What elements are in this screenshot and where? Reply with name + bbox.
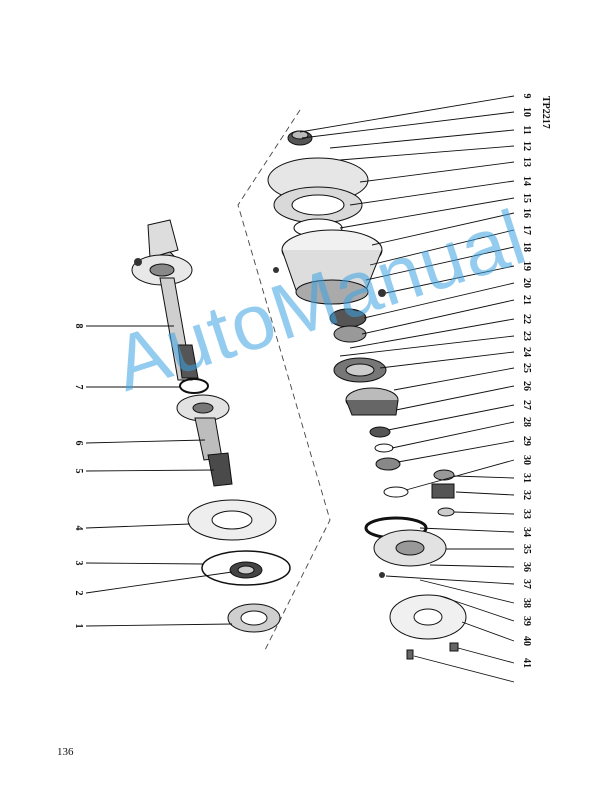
callout-17: 17 [521, 225, 532, 235]
planet-carrier [373, 529, 447, 578]
callout-15: 15 [521, 193, 532, 203]
callout-21: 21 [521, 295, 532, 305]
cover-bolts [406, 642, 459, 660]
ring-gear-housing [273, 229, 386, 305]
left-leader-lines [85, 325, 233, 627]
callout-13: 13 [521, 157, 532, 167]
callout-14: 14 [521, 176, 532, 186]
callout-23: 23 [521, 331, 532, 341]
callout-29: 29 [521, 436, 532, 446]
callout-37: 37 [521, 579, 532, 589]
callout-10: 10 [521, 107, 532, 117]
callout-19: 19 [521, 261, 532, 271]
callout-1: 1 [73, 624, 84, 629]
planet-carrier-ring [333, 357, 387, 383]
callout-5: 5 [73, 469, 84, 474]
callout-20: 20 [521, 278, 532, 288]
figure-code: TP2217 [540, 96, 551, 129]
callout-6: 6 [73, 441, 84, 446]
wheel-hub [267, 157, 369, 224]
axle-housing [131, 219, 193, 286]
callout-32: 32 [521, 490, 532, 500]
callout-38: 38 [521, 598, 532, 608]
axle-shaft [159, 277, 199, 381]
snap-ring [201, 550, 291, 586]
planet-gears [431, 469, 455, 517]
callout-35: 35 [521, 544, 532, 554]
callout-34: 34 [521, 527, 532, 537]
callout-36: 36 [521, 562, 532, 572]
callout-3: 3 [73, 561, 84, 566]
callout-31: 31 [521, 473, 532, 483]
spindle [176, 394, 233, 487]
callout-41: 41 [521, 658, 532, 668]
callout-40: 40 [521, 636, 532, 646]
callout-12: 12 [521, 141, 532, 151]
bearing-cone [227, 603, 281, 633]
bearing-cone-top [287, 130, 313, 146]
callout-2: 2 [73, 591, 84, 596]
callout-27: 27 [521, 400, 532, 410]
callout-39: 39 [521, 616, 532, 626]
callout-25: 25 [521, 363, 532, 373]
left-callout-numbers: 8 7 6 5 4 3 2 1 [73, 324, 84, 629]
callout-24: 24 [521, 347, 532, 357]
callout-30: 30 [521, 455, 532, 465]
callout-4: 4 [73, 526, 84, 531]
callout-9: 9 [521, 94, 532, 99]
callout-16: 16 [521, 208, 532, 218]
right-callout-numbers: 9 10 11 12 13 14 15 16 17 18 19 20 21 22 23 24 25 26 27 28 2… [521, 94, 532, 669]
bearing-set [329, 308, 367, 343]
callout-8: 8 [73, 324, 84, 329]
right-leader-lines [299, 95, 515, 683]
seal [229, 561, 263, 579]
thrust-washers [369, 426, 409, 498]
callout-18: 18 [521, 242, 532, 252]
callout-26: 26 [521, 381, 532, 391]
callout-7: 7 [73, 385, 84, 390]
cover-plate [389, 594, 467, 640]
bearing-cage [187, 499, 277, 541]
ring-gear [345, 387, 399, 416]
page-number: 136 [57, 746, 74, 758]
callout-28: 28 [521, 417, 532, 427]
callout-33: 33 [521, 509, 532, 519]
callout-22: 22 [521, 314, 532, 324]
o-ring [179, 378, 209, 394]
callout-11: 11 [521, 125, 532, 134]
separator-line [237, 109, 331, 651]
